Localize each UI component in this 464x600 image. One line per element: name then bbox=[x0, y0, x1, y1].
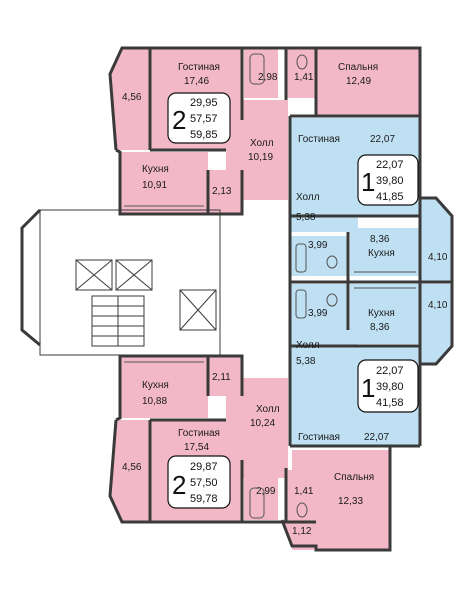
living-right-top-label: Гостиная bbox=[298, 134, 340, 145]
kitchen-top bbox=[120, 152, 208, 214]
storage-top-area: 2,13 bbox=[212, 186, 232, 197]
bedroom-top-label: Спальня bbox=[338, 62, 378, 73]
area-total-bottom-2: 57,50 bbox=[190, 477, 218, 489]
balcony-right-top-area: 4,10 bbox=[428, 252, 448, 263]
bath-right-top bbox=[290, 236, 348, 276]
fixtures bbox=[124, 53, 416, 519]
hall-right-bottom-label: Холл bbox=[296, 340, 320, 351]
living-right-bottom-label: Гостиная bbox=[298, 432, 340, 443]
kitchen-right-top-area: 8,36 bbox=[370, 234, 390, 245]
wc-top bbox=[286, 48, 316, 98]
area-total-right-bottom-2: 39,80 bbox=[376, 381, 404, 393]
wc-top-area: 1,41 bbox=[294, 72, 314, 83]
living-bottom-area: 17,54 bbox=[184, 442, 209, 453]
kitchen-right-top-label: Кухня bbox=[368, 248, 395, 259]
bedroom-top bbox=[316, 48, 420, 116]
hall-top-label: Холл bbox=[250, 138, 274, 149]
loggia-bottom-area: 1,12 bbox=[292, 526, 312, 537]
balcony-right-top bbox=[420, 198, 452, 282]
rooms-count-right-bottom: 1 bbox=[361, 373, 375, 403]
area-total-top-3: 59,85 bbox=[190, 129, 218, 141]
balcony-right-bottom bbox=[420, 284, 452, 364]
balcony-top-area: 4,56 bbox=[122, 92, 142, 103]
balcony-bottom-area: 4,56 bbox=[122, 462, 142, 473]
area-total-right-bottom-1: 22,07 bbox=[376, 365, 404, 377]
wc-bottom-area: 1,41 bbox=[294, 486, 314, 497]
kitchen-right-bottom-area: 8,36 bbox=[370, 322, 390, 333]
hall-top-area: 10,19 bbox=[248, 152, 273, 163]
kitchen-right-bottom-label: Кухня bbox=[368, 308, 395, 319]
living-right-bottom-area: 22,07 bbox=[364, 432, 389, 443]
kitchen-right-top bbox=[350, 228, 420, 276]
bath-right-bottom bbox=[290, 284, 348, 330]
summary-box-bottom: 2 29,87 57,50 59,78 bbox=[167, 455, 231, 509]
hall-right-top bbox=[290, 172, 358, 232]
living-top-label: Гостиная bbox=[178, 62, 220, 73]
kitchen-right-bottom bbox=[350, 284, 420, 344]
living-bottom-label: Гостиная bbox=[178, 428, 220, 439]
bedroom-top-area: 12,49 bbox=[346, 76, 371, 87]
bath-bottom-area: 2,99 bbox=[256, 486, 276, 497]
apartment-right-top[interactable] bbox=[290, 118, 452, 282]
stair-core bbox=[20, 208, 221, 356]
hall-right-bottom-area: 5,38 bbox=[296, 356, 316, 367]
area-total-bottom-1: 29,87 bbox=[190, 461, 218, 473]
balcony-bottom bbox=[110, 420, 150, 522]
kitchen-top-label: Кухня bbox=[142, 164, 169, 175]
hall-bottom-label: Холл bbox=[256, 404, 280, 415]
rooms-count-top: 2 bbox=[172, 105, 186, 135]
bath-top-area: 2,98 bbox=[258, 72, 278, 83]
bath-right-top-area: 3,99 bbox=[308, 240, 328, 251]
summary-box-right-bottom: 1 22,07 39,80 41,58 bbox=[357, 359, 419, 413]
balcony-right-bottom-area: 4,10 bbox=[428, 300, 448, 311]
area-total-top-2: 57,57 bbox=[190, 113, 218, 125]
area-total-right-top-2: 39,80 bbox=[376, 175, 404, 187]
kitchen-top-area: 10,91 bbox=[142, 180, 167, 191]
storage-top bbox=[208, 170, 242, 214]
stairs bbox=[91, 295, 145, 347]
hall-bottom-area: 10,24 bbox=[250, 418, 275, 429]
summary-box-right-top: 1 22,07 39,80 41,85 bbox=[357, 154, 419, 206]
hall-right-top-label: Холл bbox=[296, 192, 320, 203]
balcony-top bbox=[110, 48, 150, 150]
walls bbox=[108, 46, 454, 552]
hall-right-top-area: 5,38 bbox=[296, 212, 316, 223]
kitchen-bottom bbox=[120, 356, 208, 418]
summary-box-top: 2 29,95 57,57 59,85 bbox=[167, 92, 231, 144]
living-right-top-area: 22,07 bbox=[370, 134, 395, 145]
rooms-count-bottom: 2 bbox=[172, 470, 186, 500]
apartment-bottom[interactable] bbox=[110, 356, 390, 550]
living-top-area: 17,46 bbox=[184, 76, 209, 87]
area-total-right-bottom-3: 41,58 bbox=[376, 397, 404, 409]
area-total-right-top-1: 22,07 bbox=[376, 159, 404, 171]
area-total-top-1: 29,95 bbox=[190, 97, 218, 109]
rooms-count-right-top: 1 bbox=[361, 167, 375, 197]
kitchen-bottom-label: Кухня bbox=[142, 380, 169, 391]
bath-right-bottom-area: 3,99 bbox=[308, 308, 328, 319]
kitchen-bottom-area: 10,88 bbox=[142, 396, 167, 407]
storage-bottom-area: 2,11 bbox=[212, 372, 231, 383]
bedroom-bottom-area: 12,33 bbox=[338, 496, 363, 507]
area-total-right-top-3: 41,85 bbox=[376, 191, 404, 203]
area-total-bottom-3: 59,78 bbox=[190, 493, 218, 505]
bedroom-bottom-label: Спальня bbox=[334, 472, 374, 483]
